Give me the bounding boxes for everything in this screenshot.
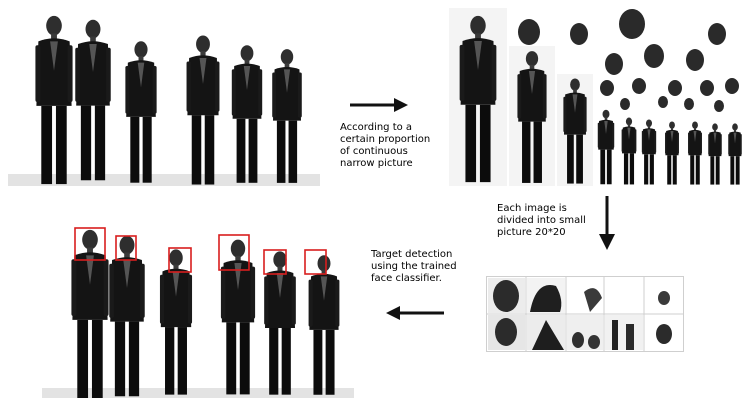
detection-box bbox=[168, 247, 192, 273]
arrow-left-icon bbox=[386, 303, 444, 323]
original-photo bbox=[8, 8, 320, 186]
patch-grid bbox=[486, 276, 684, 352]
detection-box bbox=[115, 235, 137, 261]
detection-result bbox=[42, 222, 354, 398]
arrow-right-icon bbox=[350, 95, 408, 115]
caption-step-3: Target detection using the trained face … bbox=[371, 249, 457, 284]
arrow-down-icon bbox=[596, 196, 618, 250]
caption-step-2: Each image is divided into small picture… bbox=[497, 203, 586, 238]
image-pyramid bbox=[449, 8, 747, 186]
detection-box bbox=[74, 227, 106, 261]
caption-step-1: According to a certain proportion of con… bbox=[340, 122, 431, 169]
detection-box bbox=[263, 249, 287, 275]
detection-box bbox=[218, 234, 250, 271]
detection-box bbox=[304, 249, 327, 275]
